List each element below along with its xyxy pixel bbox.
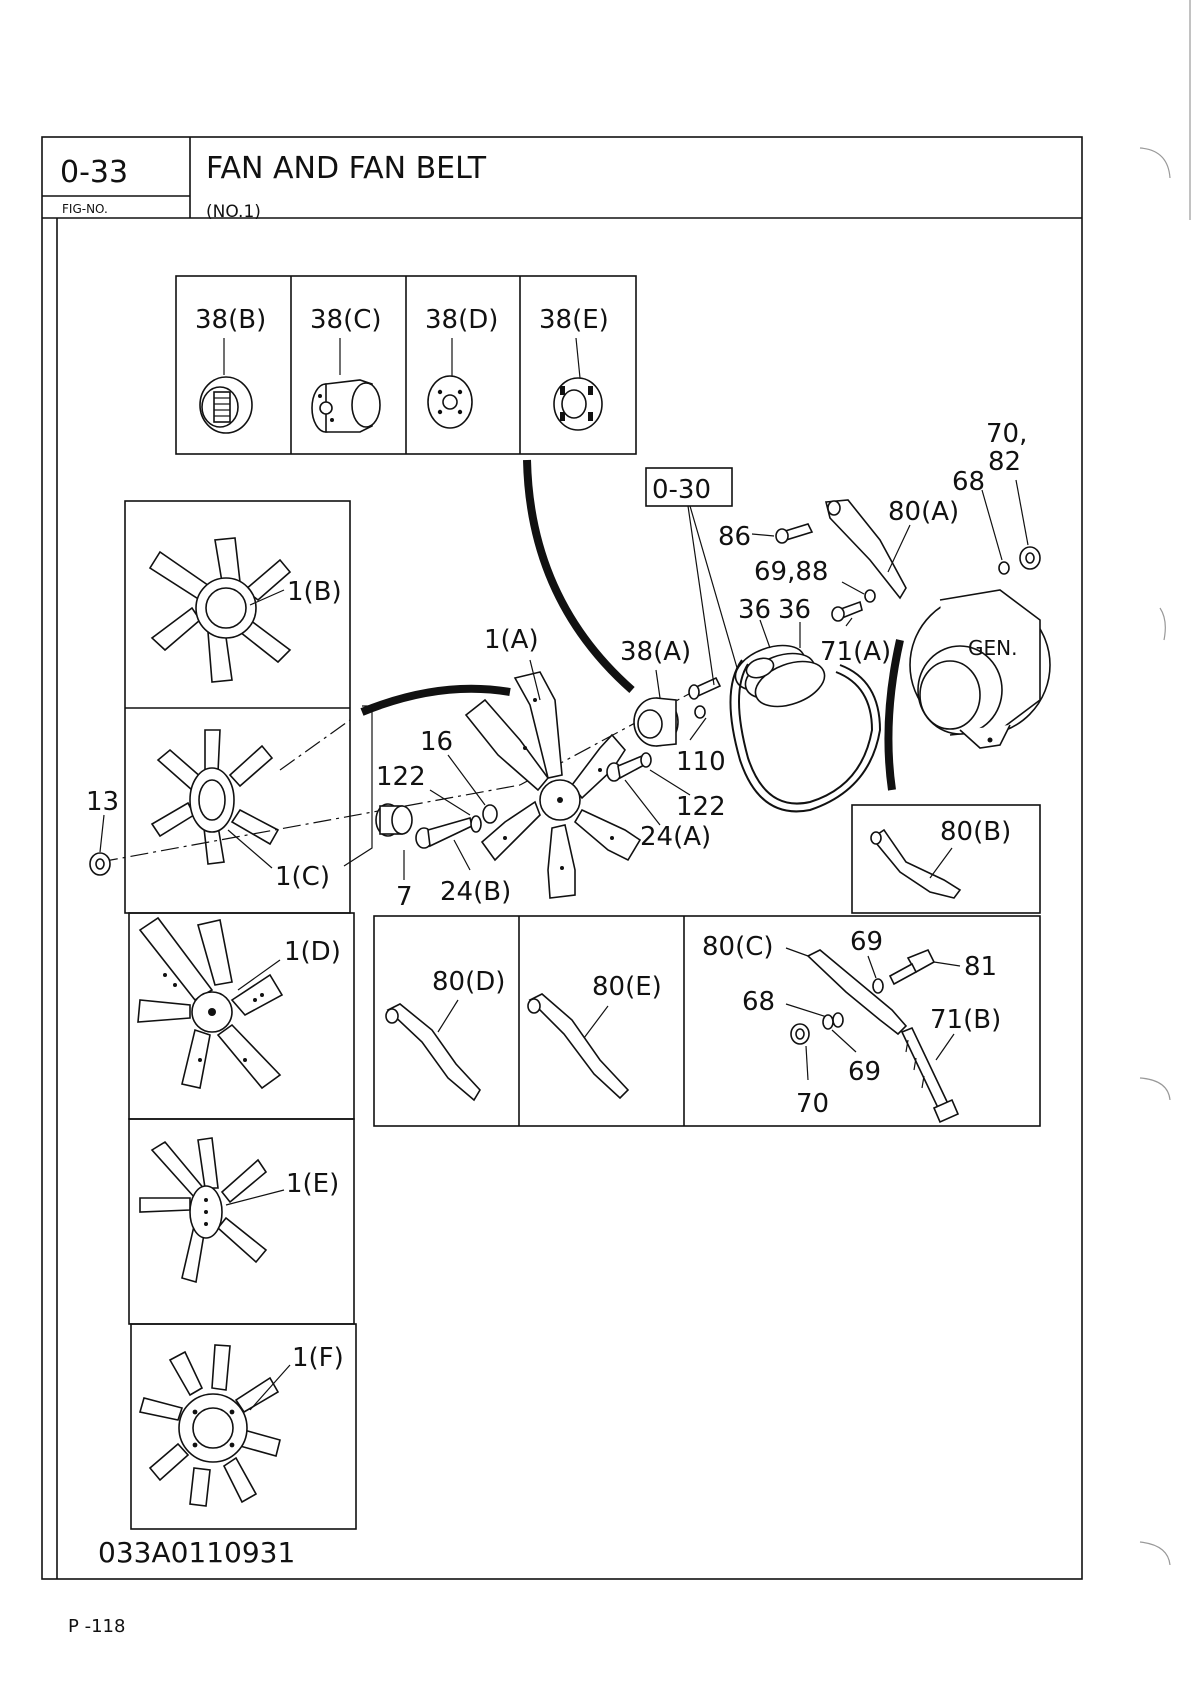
callout-38b: 38(B) <box>195 305 266 335</box>
adjust-bracket-80a <box>824 499 911 600</box>
bracket-80c <box>785 947 908 1036</box>
nut-13 <box>89 814 111 876</box>
callout-69-bottom: 69 <box>848 1057 881 1087</box>
variant-row-80 <box>373 915 1041 1127</box>
washer-16 <box>447 754 498 824</box>
stud-81 <box>888 948 961 986</box>
callout-80e: 80(E) <box>592 972 662 1002</box>
callout-70-bottom: 70 <box>796 1089 829 1119</box>
reference-label: 0-30 <box>652 475 711 505</box>
callout-1f: 1(F) <box>292 1343 344 1373</box>
washer-69-bottom <box>822 1014 857 1053</box>
callout-38e: 38(E) <box>539 305 609 335</box>
washer-69-88 <box>841 581 876 603</box>
variant-column-fans <box>124 500 357 1530</box>
callout-82: 82 <box>988 447 1021 477</box>
page-subtitle: (NO.1) <box>206 202 261 222</box>
figure-frame <box>41 136 1083 1580</box>
callout-16: 16 <box>420 727 453 757</box>
callout-122-right: 122 <box>676 792 726 822</box>
fan-clutch-38a <box>633 669 679 747</box>
callout-68-top: 68 <box>952 467 985 497</box>
drawing-number: 033A0110931 <box>98 1536 295 1569</box>
section-arc-top <box>523 459 635 693</box>
callout-1c: 1(C) <box>275 862 330 892</box>
callout-110: 110 <box>676 747 726 777</box>
washer-68 <box>981 489 1010 575</box>
fan-1d <box>137 916 284 1090</box>
callout-24a: 24(A) <box>640 822 711 852</box>
bolt-71b <box>900 1026 960 1124</box>
variant-box-80b <box>851 804 1041 914</box>
callout-122-left: 122 <box>376 762 426 792</box>
callout-71b: 71(B) <box>930 1005 1001 1035</box>
fan-belts-36 <box>729 619 882 813</box>
page-title: FAN AND FAN BELT <box>206 151 487 186</box>
callout-38d: 38(D) <box>425 305 498 335</box>
bolt-71a <box>831 600 863 627</box>
callout-80a: 80(A) <box>888 497 959 527</box>
bolt-110 <box>688 676 722 741</box>
bolt-24b <box>415 817 473 871</box>
fan-coupling-7 <box>375 803 413 880</box>
callout-69-88: 69,88 <box>754 557 828 587</box>
bolt-86 <box>751 523 814 544</box>
callout-69-top: 69 <box>850 927 883 957</box>
section-arc-right <box>884 639 904 791</box>
binder-hole-marks <box>1139 0 1191 1566</box>
callout-1b: 1(B) <box>287 577 342 607</box>
variant-box-38 <box>175 275 637 455</box>
callout-36-left: 36 <box>738 595 771 625</box>
fan-spacer-38c <box>311 338 381 433</box>
callout-68-bottom: 68 <box>742 987 775 1017</box>
callout-1a: 1(A) <box>484 625 539 655</box>
page-number: P -118 <box>68 1616 125 1637</box>
fan-1c <box>150 729 280 869</box>
fan-1b <box>148 537 292 683</box>
fan-plate-38d <box>427 338 473 429</box>
callout-38a: 38(A) <box>620 637 691 667</box>
generator <box>909 589 1051 749</box>
fan-1a <box>464 659 642 899</box>
washer-69-top <box>867 955 884 994</box>
nut-70-82 <box>1015 479 1041 570</box>
fig-number-caption: FIG-NO. <box>62 202 108 216</box>
bracket-80d <box>385 999 481 1102</box>
callout-7: 7 <box>396 882 413 912</box>
callout-80b: 80(B) <box>940 817 1011 847</box>
callout-24b: 24(B) <box>440 877 511 907</box>
callout-80d: 80(D) <box>432 967 505 997</box>
callout-71a: 71(A) <box>820 637 891 667</box>
callout-1e: 1(E) <box>286 1169 339 1199</box>
washer-68-bottom <box>785 1003 844 1028</box>
callout-1d: 1(D) <box>284 937 341 967</box>
reference-box <box>645 467 733 507</box>
callout-80c: 80(C) <box>702 932 774 962</box>
callout-70: 70, <box>986 419 1027 449</box>
generator-label: GEN. <box>968 636 1017 660</box>
callout-86: 86 <box>718 522 751 552</box>
fan-clutch-38b <box>199 338 253 434</box>
washer-122-left <box>429 789 482 833</box>
bolt-24a <box>606 752 691 826</box>
bracket-80b <box>870 828 962 899</box>
bracket-80e <box>527 993 630 1100</box>
fig-number: 0-33 <box>60 155 128 190</box>
nut-70 <box>790 1023 810 1081</box>
fan-1e <box>139 1137 285 1284</box>
fan-1f <box>138 1344 291 1507</box>
callout-38c: 38(C) <box>310 305 382 335</box>
section-arc-left <box>360 684 511 716</box>
fan-coupling-38e <box>553 337 603 431</box>
callout-36-right: 36 <box>778 595 811 625</box>
pump-pulley <box>734 644 826 708</box>
callout-13: 13 <box>86 787 119 817</box>
callout-81: 81 <box>964 952 997 982</box>
